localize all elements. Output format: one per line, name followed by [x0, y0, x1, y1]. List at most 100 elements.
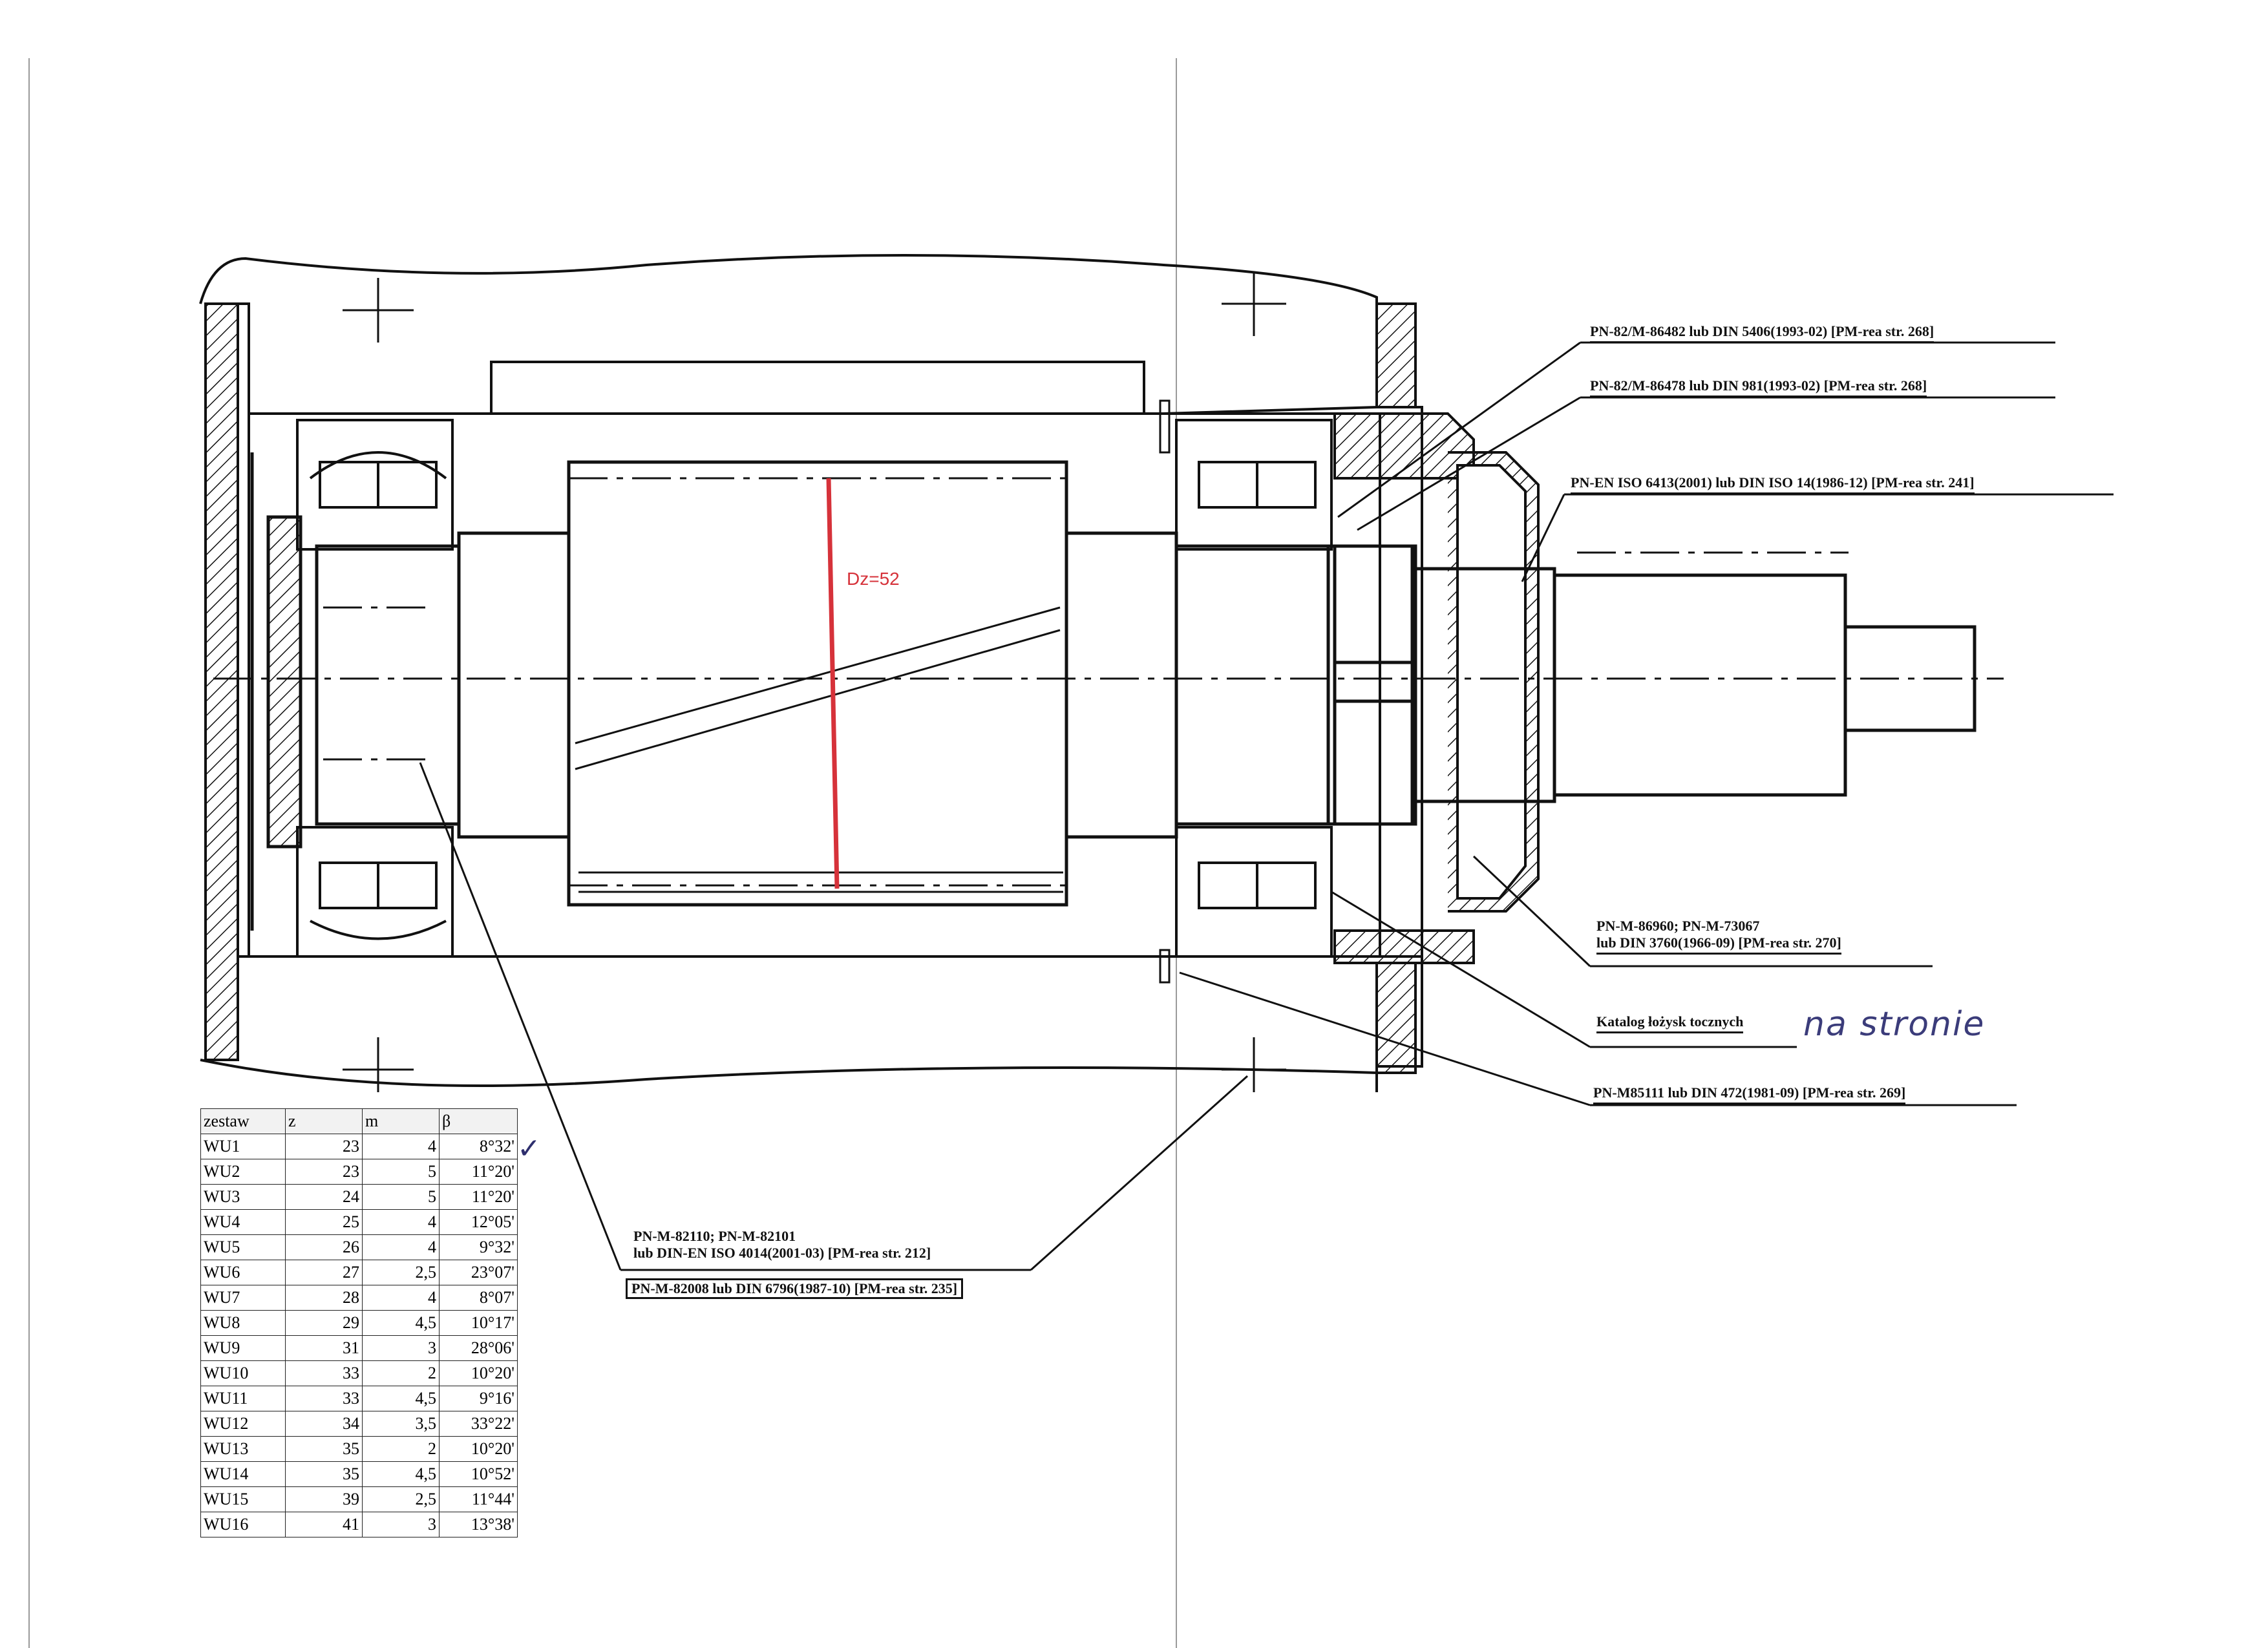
cell-zestaw: WU7: [200, 1285, 286, 1311]
cell-beta: 11°20': [439, 1184, 518, 1210]
header-m: m: [362, 1108, 440, 1134]
cell-m: 4,5: [362, 1386, 440, 1411]
cell-z: 26: [285, 1234, 363, 1260]
cell-beta: 10°52': [439, 1461, 518, 1487]
callout-seal: PN-M-86960; PN-M-73067 lub DIN 3760(1966…: [1596, 918, 1841, 955]
header-zestaw: zestaw: [200, 1108, 286, 1134]
cell-m: 4: [362, 1209, 440, 1235]
cell-zestaw: WU6: [200, 1260, 286, 1285]
header-beta: β: [439, 1108, 518, 1134]
cell-z: 27: [285, 1260, 363, 1285]
cell-z: 41: [285, 1512, 363, 1537]
cell-m: 3: [362, 1335, 440, 1361]
cell-zestaw: WU12: [200, 1411, 286, 1437]
cell-beta: 8°07': [439, 1285, 518, 1311]
callout-seal-line1: PN-M-86960; PN-M-73067: [1596, 918, 1760, 934]
cell-beta: 10°20': [439, 1360, 518, 1386]
handwritten-note: na stronie: [1803, 1005, 1986, 1044]
cell-beta: 28°06': [439, 1335, 518, 1361]
callout-shim: PN-82/M-86482 lub DIN 5406(1993-02) [PM-…: [1590, 323, 1934, 343]
cell-z: 23: [285, 1134, 363, 1159]
callout-hex-screw: PN-EN ISO 6413(2001) lub DIN ISO 14(1986…: [1571, 474, 1975, 494]
cell-zestaw: WU15: [200, 1486, 286, 1512]
cell-m: 3: [362, 1512, 440, 1537]
cell-z: 31: [285, 1335, 363, 1361]
cell-m: 2: [362, 1360, 440, 1386]
cell-m: 4: [362, 1234, 440, 1260]
cell-m: 2,5: [362, 1486, 440, 1512]
right-wall-hatch-bottom: [1375, 962, 1417, 1074]
center-lines: [213, 477, 2004, 887]
shaft: [250, 399, 1977, 984]
left-wall-hatch: [204, 302, 239, 1061]
cell-z: 24: [285, 1184, 363, 1210]
cell-zestaw: WU8: [200, 1310, 286, 1336]
cell-beta: 12°05': [439, 1209, 518, 1235]
housing: [199, 254, 1540, 1092]
cell-zestaw: WU1: [200, 1134, 286, 1159]
callout-bearing-catalog: Katalog łożysk tocznych: [1596, 1013, 1744, 1033]
cell-beta: 9°32': [439, 1234, 518, 1260]
cell-beta: 23°07': [439, 1260, 518, 1285]
cell-z: 23: [285, 1159, 363, 1185]
cell-z: 34: [285, 1411, 363, 1437]
cell-z: 33: [285, 1386, 363, 1411]
gear-diameter-label: Dz=52: [847, 569, 900, 589]
cell-beta: 10°17': [439, 1310, 518, 1336]
gear-diameter-line: [826, 478, 840, 889]
right-wall-hatch-top: [1375, 302, 1417, 408]
cell-m: 5: [362, 1184, 440, 1210]
cell-m: 5: [362, 1159, 440, 1185]
cell-beta: 33°22': [439, 1411, 518, 1437]
cell-zestaw: WU11: [200, 1386, 286, 1411]
cell-m: 4: [362, 1134, 440, 1159]
cell-z: 39: [285, 1486, 363, 1512]
callout-retaining-ring: PN-M85111 lub DIN 472(1981-09) [PM-rea s…: [1593, 1084, 1906, 1104]
cell-zestaw: WU16: [200, 1512, 286, 1537]
table-header-row: zestaw z m β: [200, 1108, 518, 1134]
cell-z: 33: [285, 1360, 363, 1386]
header-z: z: [285, 1108, 363, 1134]
bolt-centers: [343, 271, 1286, 1092]
leader-lines: [419, 341, 2114, 1271]
cell-z: 29: [285, 1310, 363, 1336]
cell-beta: 10°20': [439, 1436, 518, 1462]
cell-zestaw: WU5: [200, 1234, 286, 1260]
cell-beta: 8°32': [439, 1134, 518, 1159]
cell-z: 25: [285, 1209, 363, 1235]
cell-z: 28: [285, 1285, 363, 1311]
callout-bolt-line1: PN-M-82110; PN-M-82101: [633, 1228, 796, 1244]
callout-bolt-line2: lub DIN-EN ISO 4014(2001-03) [PM-rea str…: [633, 1245, 931, 1261]
bearings: [296, 419, 1333, 958]
callout-bolt: PN-M-82110; PN-M-82101 lub DIN-EN ISO 40…: [633, 1228, 931, 1262]
cell-m: 4: [362, 1285, 440, 1311]
cell-z: 35: [285, 1461, 363, 1487]
check-mark: ✓: [517, 1132, 541, 1165]
cell-beta: 11°20': [439, 1159, 518, 1185]
callout-lock-washer: PN-82/M-86478 lub DIN 981(1993-02) [PM-r…: [1590, 377, 1927, 397]
cell-zestaw: WU14: [200, 1461, 286, 1487]
callout-seal-line2: lub DIN 3760(1966-09) [PM-rea str. 270]: [1596, 935, 1841, 951]
callout-spring-washer: PN-M-82008 lub DIN 6796(1987-10) [PM-rea…: [626, 1278, 964, 1299]
cell-beta: 13°38': [439, 1512, 518, 1537]
cell-zestaw: WU10: [200, 1360, 286, 1386]
cell-m: 3,5: [362, 1411, 440, 1437]
cell-zestaw: WU2: [200, 1159, 286, 1185]
cell-beta: 11°44': [439, 1486, 518, 1512]
